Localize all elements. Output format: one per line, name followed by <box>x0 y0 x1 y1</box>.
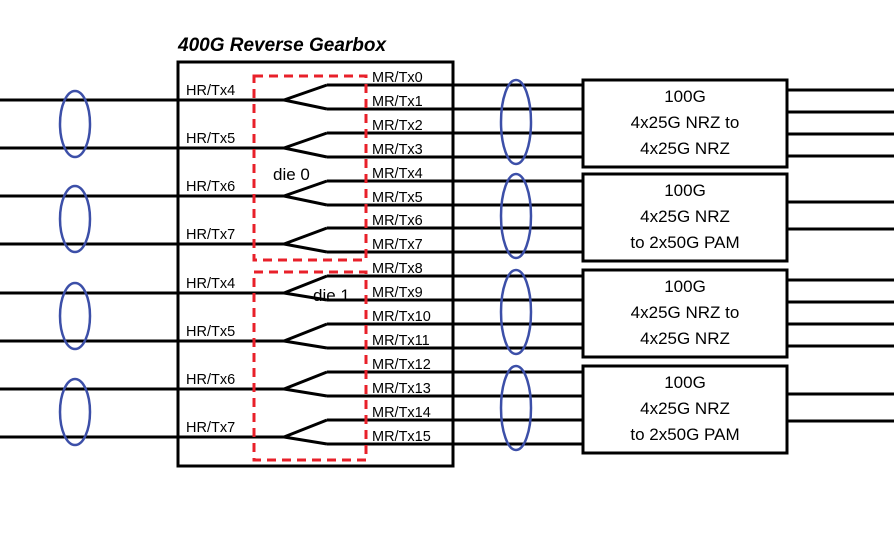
split-lower-line <box>283 242 328 254</box>
lane-group-ellipse <box>58 281 92 351</box>
media-port-label: MR/Tx15 <box>372 429 431 445</box>
split-lower-line <box>283 146 328 159</box>
split-upper-line <box>283 322 328 343</box>
split-upper-line <box>283 131 328 150</box>
media-port-label: MR/Tx0 <box>372 70 423 86</box>
split-upper-line <box>283 83 328 102</box>
media-port-label: MR/Tx5 <box>372 190 423 206</box>
split-upper-line <box>283 370 328 391</box>
module-label: 4x25G NRZ <box>640 399 730 418</box>
media-port-label: MR/Tx11 <box>372 333 430 349</box>
lane-groups <box>58 78 533 452</box>
modules: 100G 4x25G NRZ to 4x25G NRZ 100G 4x25G NRZ to… <box>581 78 789 455</box>
media-port-label: MR/Tx3 <box>372 142 423 158</box>
media-port-label: MR/Tx6 <box>372 213 423 229</box>
port-labels: HR/Tx4HR/Tx5HR/Tx6HR/Tx7HR/Tx4HR/Tx5HR/T… <box>186 70 431 445</box>
media-port-label: MR/Tx7 <box>372 237 423 253</box>
split-lower-line <box>283 435 328 446</box>
module-label: 4x25G NRZ <box>640 139 730 158</box>
host-port-label: HR/Tx6 <box>186 372 235 388</box>
module-label: 100G <box>664 373 706 392</box>
module-box <box>581 78 789 169</box>
host-port-label: HR/Tx7 <box>186 227 235 243</box>
host-port-label: HR/Tx5 <box>186 324 235 340</box>
module-label: 100G <box>664 277 706 296</box>
module-label: 4x25G NRZ <box>640 207 730 226</box>
module-box <box>581 172 789 263</box>
gearbox-outline <box>176 60 455 468</box>
module-label: to 2x50G PAM <box>630 425 739 444</box>
host-port-label: HR/Tx4 <box>186 276 235 292</box>
die-label: die 0 <box>273 165 310 184</box>
lane-group-ellipse <box>499 172 533 260</box>
media-port-label: MR/Tx8 <box>372 261 423 277</box>
media-port-label: MR/Tx2 <box>372 118 423 134</box>
media-port-label: MR/Tx1 <box>372 94 423 110</box>
lane-group-ellipse <box>499 364 533 452</box>
lane-group-ellipse <box>499 268 533 356</box>
lane-group-ellipse <box>58 377 92 447</box>
module-box <box>581 364 789 455</box>
split-upper-line <box>283 418 328 439</box>
diagram-title: 400G Reverse Gearbox <box>177 35 388 56</box>
media-port-label: MR/Tx13 <box>372 381 431 397</box>
media-port-label: MR/Tx4 <box>372 166 423 182</box>
lane-group-ellipse <box>58 184 92 254</box>
media-port-label: MR/Tx10 <box>372 309 431 325</box>
split-lower-line <box>283 194 328 207</box>
module-box <box>581 268 789 359</box>
module-label: 4x25G NRZ <box>640 329 730 348</box>
dies: die 0 die 1 <box>252 74 368 462</box>
gearbox <box>176 60 455 468</box>
module-label: 100G <box>664 87 706 106</box>
media-port-label: MR/Tx9 <box>372 285 423 301</box>
module-label: 4x25G NRZ to <box>631 303 740 322</box>
host-port-label: HR/Tx7 <box>186 420 235 436</box>
split-lower-line <box>283 291 328 302</box>
die-outline <box>252 74 368 262</box>
host-port-label: HR/Tx4 <box>186 83 235 99</box>
media-port-label: MR/Tx14 <box>372 405 431 421</box>
split-upper-line <box>283 226 328 246</box>
module-label: 4x25G NRZ to <box>631 113 740 132</box>
split-upper-line <box>283 179 328 198</box>
die-label: die 1 <box>313 286 350 305</box>
lane-group-ellipse <box>58 89 92 159</box>
media-port-label: MR/Tx12 <box>372 357 431 373</box>
split-upper-line <box>283 274 328 295</box>
lane-group-ellipse <box>499 78 533 166</box>
module-label: 100G <box>664 181 706 200</box>
split-lower-line <box>283 387 328 398</box>
module-label: to 2x50G PAM <box>630 233 739 252</box>
host-port-label: HR/Tx5 <box>186 131 235 147</box>
split-lower-line <box>283 98 328 111</box>
wires <box>0 83 894 446</box>
split-lower-line <box>283 339 328 350</box>
host-port-label: HR/Tx6 <box>186 179 235 195</box>
